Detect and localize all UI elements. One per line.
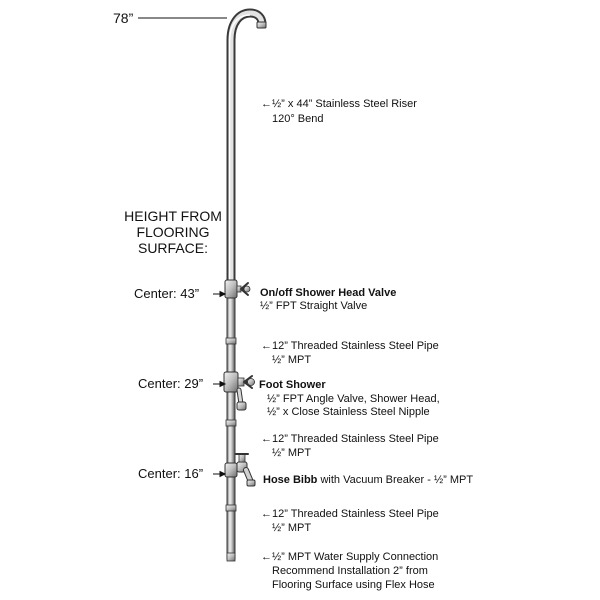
riser-label: ←½” x 44” Stainless Steel Riser <box>261 98 417 110</box>
pipe-upper-sub: ½” MPT <box>272 354 312 366</box>
center-foot-shower: Center: 29” <box>138 376 204 391</box>
supply-label: ←½” MPT Water Supply Connection <box>261 551 439 563</box>
arrow-left-icon: ← <box>261 98 272 110</box>
shower-valve-sub: ½” FPT Straight Valve <box>260 300 368 312</box>
hose-bibb-title: Hose Bibb <box>263 474 318 486</box>
foot-shower-line-2: ½” FPT Angle Valve, Shower Head, <box>267 393 440 405</box>
height-header-line-1: HEIGHT FROM <box>124 208 222 224</box>
center-pointer-arrows <box>213 290 227 478</box>
pipe-upper-label: ←12” Threaded Stainless Steel Pipe <box>261 340 439 352</box>
foot-shower-line-3: ½” x Close Stainless Steel Nipple <box>267 406 430 418</box>
pipe-middle-label: ←12” Threaded Stainless Steel Pipe <box>261 433 439 445</box>
top-height-label: 78” <box>113 10 134 26</box>
center-hose-bibb: Center: 16” <box>138 466 204 481</box>
arrow-left-icon: ← <box>261 340 272 352</box>
pipe-middle-sub: ½” MPT <box>272 447 312 459</box>
arrow-left-icon: ← <box>261 508 272 520</box>
pipe-lower-label: ←12” Threaded Stainless Steel Pipe <box>261 508 439 520</box>
shower-valve-fixture <box>224 279 251 299</box>
foot-shower-fixture <box>223 371 255 411</box>
arrow-left-icon: ← <box>261 551 272 563</box>
height-header-line-3: SURFACE: <box>137 240 208 256</box>
supply-pipe <box>225 295 237 562</box>
shower-valve-title: On/off Shower Head Valve <box>260 287 397 299</box>
height-header: HEIGHT FROM FLOORING SURFACE: <box>118 208 228 256</box>
riser-pipe <box>226 8 267 282</box>
hose-bibb-label: Hose Bibb with Vacuum Breaker - ½” MPT <box>263 473 473 487</box>
hose-bibb-rest: with Vacuum Breaker - ½” MPT <box>317 474 474 486</box>
hose-bibb-fixture <box>224 453 256 487</box>
arrow-left-icon: ← <box>261 433 272 445</box>
pipe-lower-sub: ½” MPT <box>272 522 312 534</box>
height-header-line-2: FLOORING <box>136 224 210 240</box>
center-shower-valve: Center: 43” <box>134 286 200 301</box>
foot-shower-title: Foot Shower <box>259 379 326 391</box>
supply-line-2: Recommend Installation 2” from <box>272 565 428 577</box>
riser-bend-label: 120° Bend <box>272 113 324 125</box>
supply-line-3: Flooring Surface using Flex Hose <box>272 579 435 591</box>
